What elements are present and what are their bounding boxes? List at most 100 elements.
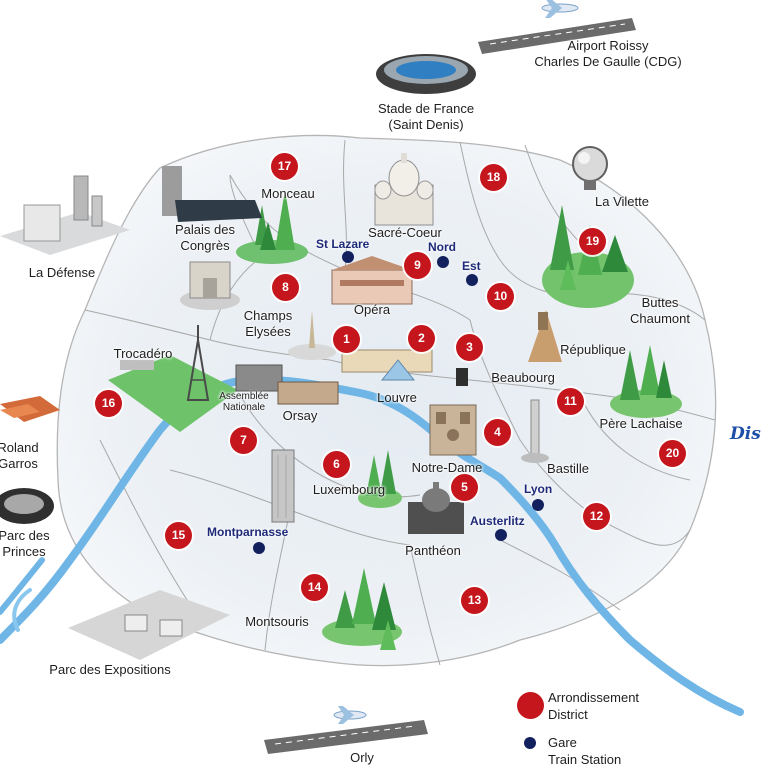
airport-cdg-runway <box>478 18 636 54</box>
label-luxembourg: Luxembourg <box>312 482 386 497</box>
station-marker-st-lazare <box>342 251 354 263</box>
arc-de-triomphe <box>180 261 240 310</box>
eiffel-tower <box>186 325 210 401</box>
legend-district-line2: District <box>548 706 588 722</box>
arrondissement-marker: 9 <box>404 252 431 279</box>
bastille-column <box>521 399 549 463</box>
label-notre-dame: Notre-Dame <box>411 460 483 475</box>
label-pantheon: Panthéon <box>405 543 461 558</box>
label-la-villette: La Vilette <box>595 194 649 209</box>
station-label-est: Est <box>462 259 481 273</box>
opera-building <box>331 256 413 305</box>
buttes-chaumont-park <box>542 205 634 308</box>
label-montsouris: Montsouris <box>245 614 309 629</box>
legend-district-marker <box>517 692 544 719</box>
arrondissement-marker: 5 <box>451 474 478 501</box>
legend-station-line2: Train Station <box>548 751 622 767</box>
legend-station-line1: Gare <box>548 735 577 750</box>
station-label-austerlitz: Austerlitz <box>470 514 525 528</box>
label-assemblee-nationale: Assemblée Nationale <box>219 391 269 413</box>
stadium-icon <box>376 54 476 94</box>
label-parc-des-princes: Parc des Princes <box>0 528 50 560</box>
roland-garros-court <box>0 396 60 422</box>
station-marker-nord <box>437 256 449 268</box>
label-disney: Dis <box>730 424 761 444</box>
arrondissement-marker: 8 <box>272 274 299 301</box>
label-opera: Opéra <box>353 302 391 317</box>
label-buttes-chaumont: Buttes Chaumont <box>630 295 690 327</box>
pantheon-building <box>408 482 464 534</box>
label-republique: République <box>560 342 626 357</box>
label-sacre-coeur: Sacré-Coeur <box>368 225 442 240</box>
station-label-nord: Nord <box>428 240 456 254</box>
label-pere-lachaise: Père Lachaise <box>599 416 683 431</box>
label-monceau: Monceau <box>261 186 315 201</box>
label-orly: Orly <box>350 750 374 765</box>
arrondissement-marker: 14 <box>301 574 328 601</box>
label-trocadero: Trocadéro <box>113 346 173 361</box>
plane-icon <box>333 706 367 724</box>
station-marker-lyon <box>532 499 544 511</box>
legend-station-label: Gare Train Station <box>548 735 621 769</box>
station-marker-est <box>466 274 478 286</box>
arrondissement-marker: 4 <box>484 419 511 446</box>
label-bastille: Bastille <box>547 461 589 476</box>
monceau-park-trees <box>236 190 308 264</box>
arrondissement-marker: 12 <box>583 503 610 530</box>
label-champs-elysees: Champs Elysées <box>243 308 293 340</box>
sacre-coeur-basilica <box>374 153 434 226</box>
arrondissement-marker: 7 <box>230 427 257 454</box>
beaubourg-building <box>456 368 468 386</box>
parc-des-expositions-site <box>68 590 230 660</box>
arrondissement-marker: 2 <box>408 325 435 352</box>
arrondissement-marker: 19 <box>579 228 606 255</box>
label-palais-des-congres: Palais des Congrès <box>175 222 235 254</box>
montsouris-park <box>322 568 402 650</box>
legend-district-line1: Arrondissement <box>548 690 640 705</box>
station-label-st-lazare: St Lazare <box>316 237 370 251</box>
arrondissement-marker: 10 <box>487 283 514 310</box>
trocadero-gardens <box>108 355 238 432</box>
label-parc-des-expositions: Parc des Expositions <box>49 662 171 677</box>
pere-lachaise-park <box>610 345 682 418</box>
louvre-building <box>341 349 433 381</box>
arrondissement-marker: 13 <box>461 587 488 614</box>
station-marker-montparnasse <box>253 542 265 554</box>
la-defense-towers <box>0 175 130 255</box>
legend-district-label: Arrondissement District <box>548 690 639 724</box>
plane-icon <box>541 0 579 18</box>
label-la-defense: La Défense <box>28 265 96 280</box>
label-roland-garros: Roland Garros <box>0 440 39 472</box>
label-stade-de-france: Stade de France (Saint Denis) <box>377 101 475 133</box>
label-airport-cdg: Airport Roissy Charles De Gaulle (CDG) <box>534 38 682 70</box>
parc-des-princes-stadium <box>0 488 54 524</box>
label-orsay: Orsay <box>282 408 318 423</box>
republique-statue <box>528 310 562 362</box>
arrondissement-marker: 15 <box>165 522 192 549</box>
arrondissement-marker: 6 <box>323 451 350 478</box>
luxembourg-gardens <box>358 450 402 508</box>
geode-sphere-icon <box>572 146 608 190</box>
arrondissement-marker: 18 <box>480 164 507 191</box>
arrondissement-marker: 16 <box>95 390 122 417</box>
station-marker-austerlitz <box>495 529 507 541</box>
notre-dame-cathedral <box>429 404 477 456</box>
palais-des-congres-building <box>162 166 262 222</box>
station-label-lyon: Lyon <box>524 482 553 496</box>
arrondissement-marker: 1 <box>333 326 360 353</box>
seine-river <box>0 375 744 716</box>
arrondissement-marker: 20 <box>659 440 686 467</box>
assemblee-orsay-buildings <box>235 364 339 405</box>
station-label-montparnasse: Montparnasse <box>207 525 289 539</box>
label-beaubourg: Beaubourg <box>491 370 555 385</box>
arrondissement-marker: 17 <box>271 153 298 180</box>
label-louvre: Louvre <box>377 390 417 405</box>
obelisk-icon <box>288 310 336 360</box>
arrondissement-marker: 11 <box>557 388 584 415</box>
montparnasse-tower <box>271 449 295 523</box>
legend-station-marker <box>524 737 536 749</box>
orly-runway <box>264 720 428 754</box>
arrondissement-marker: 3 <box>456 334 483 361</box>
